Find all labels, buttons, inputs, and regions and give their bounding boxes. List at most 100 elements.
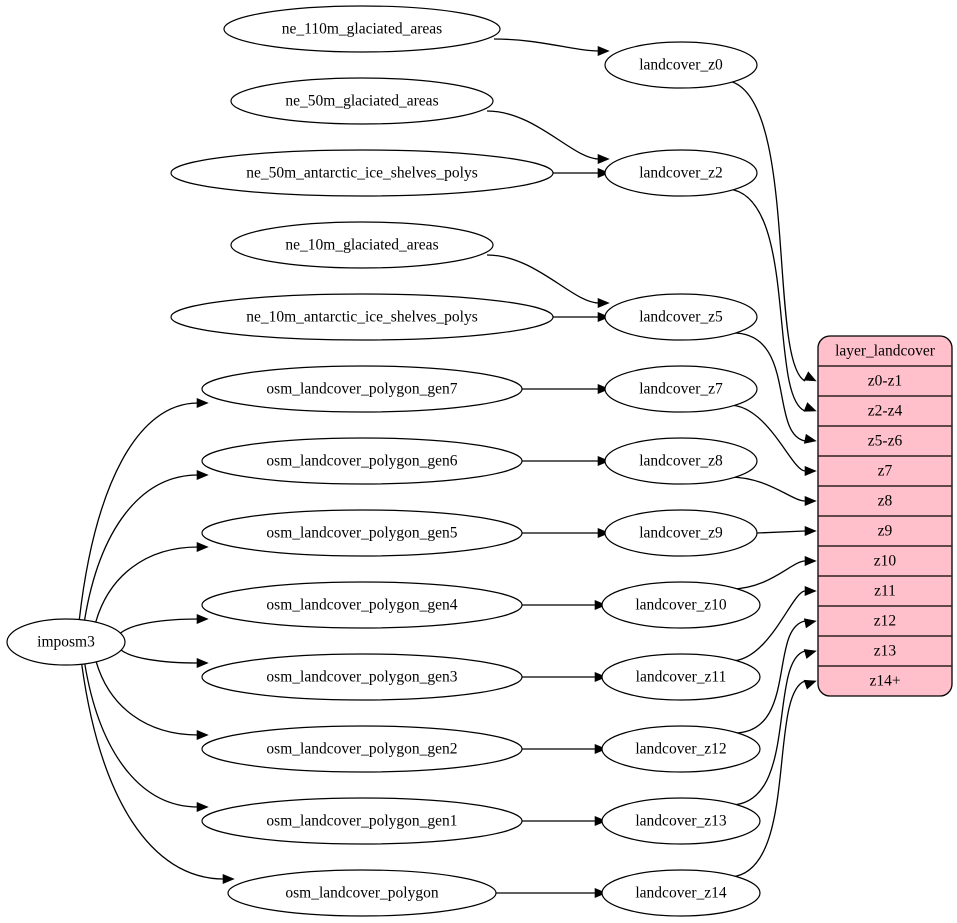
node-imposm3[interactable]: imposm3 [6,618,126,666]
node-ellipse-osm_landcover_polygon_gen5 [201,509,523,557]
edge-arrowhead [803,402,817,412]
node-label-ne_110m_glaciated_areas: ne_110m_glaciated_areas [282,21,442,38]
node-label-landcover_z8: landcover_z8 [639,453,723,470]
node-landcover_z7[interactable]: landcover_z7 [604,365,758,413]
edge-arrowhead [803,433,817,444]
edge-arrowhead [594,671,607,683]
edge-landcover_z13-to-table-row-9 [730,650,806,806]
node-osm_landcover_polygon_gen6[interactable]: osm_landcover_polygon_gen6 [201,437,523,485]
node-ellipse-landcover_z11 [601,653,761,701]
node-osm_landcover_polygon_gen5[interactable]: osm_landcover_polygon_gen5 [201,509,523,557]
edge-landcover_z0-to-table-row-0 [728,80,806,382]
layer-table-row-z5-z6[interactable]: z5-z6 [818,426,952,456]
edge-landcover_z10-to-table-row-6 [730,560,806,590]
node-label-landcover_z5: landcover_z5 [639,309,723,326]
layer-table-row-z9[interactable]: z9 [818,516,952,546]
layer-table-row-z14+[interactable]: z14+ [818,666,952,696]
layer-table-row-z12[interactable]: z12 [818,606,952,636]
node-ne_10m_antarctic_ice_shelves_polys[interactable]: ne_10m_antarctic_ice_shelves_polys [170,293,554,341]
node-label-landcover_z14: landcover_z14 [635,885,726,902]
layer-table-row-z13[interactable]: z13 [818,636,952,666]
edge-arrowhead [804,525,817,537]
layer-table-row-z2-z4[interactable]: z2-z4 [818,396,952,426]
layer-table-row-label-9: z13 [874,643,897,660]
layer-table-row-z0-z1[interactable]: z0-z1 [818,366,952,396]
edge-arrowhead [597,45,610,57]
node-ellipse-ne_10m_antarctic_ice_shelves_polys [170,293,554,341]
node-landcover_z12[interactable]: landcover_z12 [601,725,761,773]
node-ellipse-osm_landcover_polygon_gen3 [201,653,523,701]
node-label-landcover_z11: landcover_z11 [636,669,727,686]
node-ellipse-ne_50m_glaciated_areas [230,77,494,125]
edge-arrowhead [196,729,209,741]
edge-imposm3-to-osm_landcover_polygon_gen5 [95,546,199,623]
layer-table-row-label-4: z8 [878,493,893,510]
edge-arrowhead [804,465,817,477]
node-landcover_z8[interactable]: landcover_z8 [604,437,758,485]
node-label-osm_landcover_polygon_gen2: osm_landcover_polygon_gen2 [266,741,457,758]
node-osm_landcover_polygon_gen7[interactable]: osm_landcover_polygon_gen7 [201,365,523,413]
edge-landcover_z14-to-table-row-10 [730,680,806,878]
node-osm_landcover_polygon_gen2[interactable]: osm_landcover_polygon_gen2 [201,725,523,773]
layer-table-row-label-0: z0-z1 [868,373,902,390]
node-ellipse-landcover_z2 [604,149,758,197]
node-ne_50m_glaciated_areas[interactable]: ne_50m_glaciated_areas [230,77,494,125]
edge-landcover_z12-to-table-row-8 [730,620,806,734]
node-ellipse-osm_landcover_polygon_gen1 [201,797,523,845]
edge-arrowhead [803,649,817,659]
node-landcover_z0[interactable]: landcover_z0 [604,41,758,89]
edge-arrowhead [803,371,817,382]
edge-arrowhead [597,311,610,323]
node-osm_landcover_polygon_gen1[interactable]: osm_landcover_polygon_gen1 [201,797,523,845]
node-ellipse-ne_10m_glaciated_areas [230,221,494,269]
node-ellipse-landcover_z9 [604,509,758,557]
node-landcover_z2[interactable]: landcover_z2 [604,149,758,197]
node-landcover_z9[interactable]: landcover_z9 [604,509,758,557]
layer-landcover-table[interactable]: layer_landcoverz0-z1z2-z4z5-z6z7z8z9z10z… [817,335,953,697]
layer-table-row-z11[interactable]: z11 [818,576,952,606]
layer-table-row-z7[interactable]: z7 [818,456,952,486]
edge-landcover_z5-to-table-row-2 [729,332,806,442]
node-label-imposm3: imposm3 [37,634,95,651]
node-ne_10m_glaciated_areas[interactable]: ne_10m_glaciated_areas [230,221,494,269]
layer-table-row-label-3: z7 [878,463,893,480]
node-label-osm_landcover_polygon: osm_landcover_polygon [285,885,439,902]
layer-table-row-z10[interactable]: z10 [818,546,952,576]
node-osm_landcover_polygon_gen3[interactable]: osm_landcover_polygon_gen3 [201,653,523,701]
edge-imposm3-to-osm_landcover_polygon_gen7 [78,402,199,620]
node-ellipse-imposm3 [6,618,126,666]
node-osm_landcover_polygon[interactable]: osm_landcover_polygon [227,869,497,917]
edge-arrowhead [597,153,610,165]
node-landcover_z10[interactable]: landcover_z10 [601,581,761,629]
node-landcover_z11[interactable]: landcover_z11 [601,653,761,701]
layer-table-row-z8[interactable]: z8 [818,486,952,516]
edge-ne_50m_glaciated_areas-to-landcover_z2 [486,110,600,160]
edge-arrowhead [594,815,607,827]
node-ellipse-landcover_z14 [601,869,761,917]
node-label-landcover_z9: landcover_z9 [639,525,723,542]
node-ellipse-osm_landcover_polygon_gen7 [201,365,523,413]
node-landcover_z14[interactable]: landcover_z14 [601,869,761,917]
node-label-landcover_z7: landcover_z7 [639,381,723,398]
node-ellipse-landcover_z7 [604,365,758,413]
node-ellipse-osm_landcover_polygon_gen4 [201,581,523,629]
edge-ne_110m_glaciated_areas-to-landcover_z0 [493,38,600,52]
node-ne_50m_antarctic_ice_shelves_polys[interactable]: ne_50m_antarctic_ice_shelves_polys [170,149,554,197]
node-label-landcover_z0: landcover_z0 [639,57,723,74]
edge-landcover_z8-to-table-row-4 [729,476,806,502]
node-landcover_z13[interactable]: landcover_z13 [601,797,761,845]
edge-arrowhead [804,495,817,507]
node-osm_landcover_polygon_gen4[interactable]: osm_landcover_polygon_gen4 [201,581,523,629]
node-landcover_z5[interactable]: landcover_z5 [604,293,758,341]
node-ellipse-osm_landcover_polygon [227,869,497,917]
node-label-ne_10m_antarctic_ice_shelves_polys: ne_10m_antarctic_ice_shelves_polys [246,309,478,326]
edge-imposm3-to-osm_landcover_polygon [81,664,225,880]
edge-imposm3-to-osm_landcover_polygon_gen4 [120,618,199,634]
node-label-osm_landcover_polygon_gen4: osm_landcover_polygon_gen4 [266,597,457,614]
layer-table-header-label: layer_landcover [835,343,936,360]
node-ellipse-landcover_z5 [604,293,758,341]
node-ellipse-osm_landcover_polygon_gen2 [201,725,523,773]
layer-table-row-label-8: z12 [874,613,896,630]
node-ne_110m_glaciated_areas[interactable]: ne_110m_glaciated_areas [223,5,501,53]
